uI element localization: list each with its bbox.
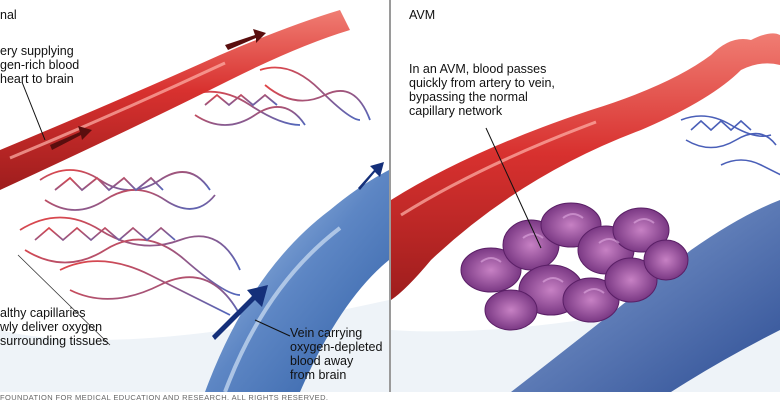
normal-panel: nal ery supplying gen-rich blood heart t… bbox=[0, 0, 389, 392]
capillary-label: althy capillaries wly deliver oxygen sur… bbox=[0, 306, 109, 348]
artery-right bbox=[391, 33, 780, 300]
avm-label: In an AVM, blood passes quickly from art… bbox=[409, 62, 555, 118]
artery-left bbox=[0, 10, 350, 190]
vein-label: Vein carrying oxygen-depleted blood away… bbox=[290, 326, 383, 382]
artery-label: ery supplying gen-rich blood heart to br… bbox=[0, 44, 80, 86]
avm-vessels-drawing bbox=[391, 0, 780, 392]
copyright-footer: FOUNDATION FOR MEDICAL EDUCATION AND RES… bbox=[0, 393, 329, 402]
avm-panel: AVM In an AVM, blood passes quickly from… bbox=[391, 0, 780, 392]
avm-tangle bbox=[460, 202, 689, 331]
panel-divider bbox=[389, 0, 391, 392]
normal-vessels-drawing bbox=[0, 0, 389, 392]
capillary-network bbox=[19, 66, 371, 316]
avm-panel-title: AVM bbox=[409, 8, 436, 22]
vein-flow-arrow bbox=[212, 285, 268, 340]
normal-panel-title: nal bbox=[0, 8, 17, 22]
flow-arrows bbox=[50, 29, 266, 150]
